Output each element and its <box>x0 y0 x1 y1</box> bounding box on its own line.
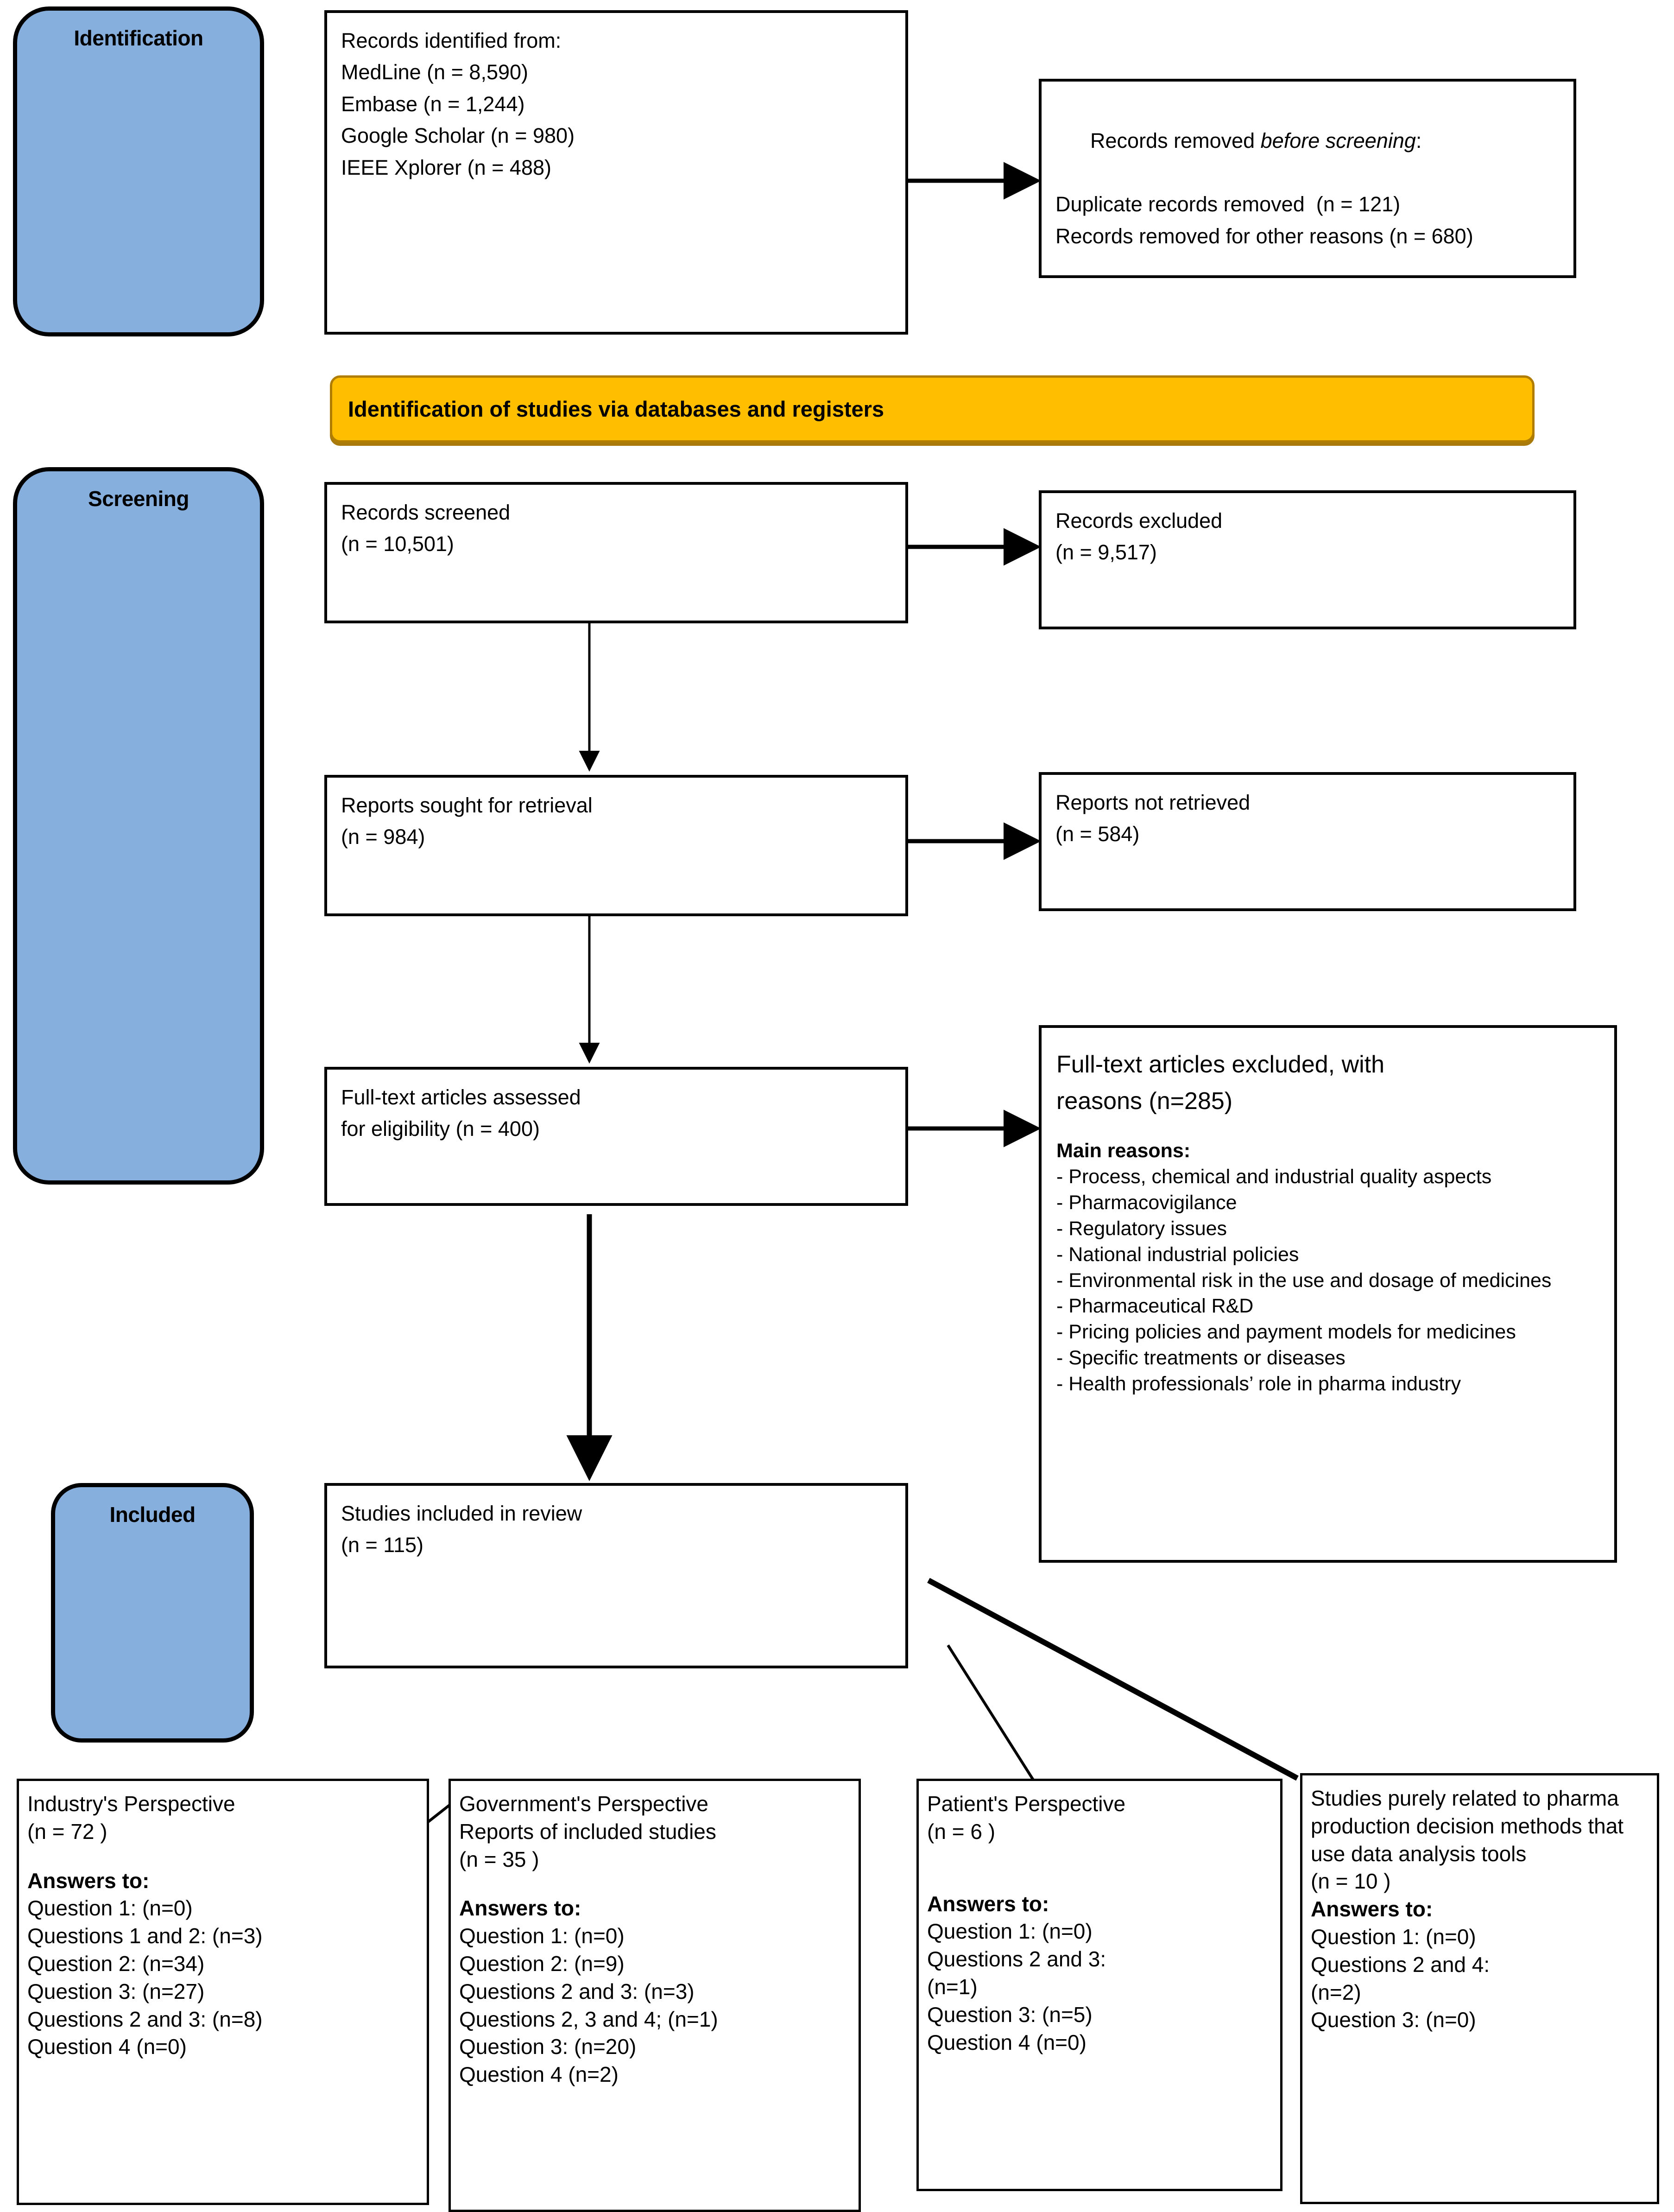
reports-not-retrieved-label: Reports not retrieved <box>1055 791 1251 814</box>
records-removed-italic: before screening <box>1260 129 1416 153</box>
perspective-title: Patient's Perspective <box>927 1792 1126 1816</box>
studies-included-label: Studies included in review <box>341 1502 582 1525</box>
perspective-count: (n = 72 ) <box>27 1819 107 1844</box>
fulltext-excluded-reasons-list: - Process, chemical and industrial quali… <box>1056 1164 1602 1397</box>
records-screened-label: Records screened <box>341 501 511 524</box>
banner-identification-via-databases: Identification of studies via databases … <box>330 375 1535 443</box>
stage-pill-identification: Identification <box>13 6 264 336</box>
fulltext-excluded-reasons-heading: Main reasons: <box>1056 1140 1191 1162</box>
perspective-title: Government's Perspective <box>459 1792 709 1816</box>
perspective-subtitle: Reports of included studies <box>459 1819 716 1844</box>
perspective-answer: Question 1: (n=0) <box>927 1919 1093 1944</box>
box-perspective-industry: Industry's Perspective (n = 72 ) Answers… <box>17 1779 429 2205</box>
reason-item: - National industrial policies <box>1056 1243 1299 1266</box>
source-ieee-xplorer: IEEE Xplorer (n = 488) <box>341 155 551 179</box>
records-removed-heading: Records removed before screening: <box>1055 94 1560 189</box>
perspective-spacer <box>927 1846 1272 1890</box>
perspective-answer: Questions 1 and 2: (n=3) <box>27 1924 263 1948</box>
duplicate-records-removed: Duplicate records removed (n = 121) <box>1055 192 1401 216</box>
perspective-answer: Questions 2 and 4: <box>1311 1952 1490 1977</box>
perspective-spacer <box>27 1846 418 1867</box>
reason-item: - Pricing policies and payment models fo… <box>1056 1321 1516 1344</box>
records-excluded-label: Records excluded <box>1055 509 1223 532</box>
reason-item: - Specific treatments or diseases <box>1056 1347 1346 1369</box>
source-google-scholar: Google Scholar (n = 980) <box>341 124 575 148</box>
stage-pill-included: Included <box>51 1483 254 1743</box>
fulltext-excluded-line2: reasons (n=285) <box>1056 1088 1233 1115</box>
box-perspective-government: Government's Perspective Reports of incl… <box>449 1779 861 2212</box>
perspective-title: Studies purely related to pharma product… <box>1311 1786 1630 1866</box>
box-fulltext-excluded: Full-text articles excluded, with reason… <box>1039 1025 1617 1563</box>
perspective-title: Industry's Perspective <box>27 1792 235 1816</box>
perspective-answer: Question 2: (n=34) <box>27 1951 205 1976</box>
records-removed-other: Records removed for other reasons (n = 6… <box>1055 224 1473 248</box>
perspective-answer: Question 4 (n=0) <box>927 2030 1087 2054</box>
perspective-answer: Question 3: (n=20) <box>459 2035 637 2059</box>
reason-item: - Pharmacovigilance <box>1056 1191 1237 1214</box>
reason-item: - Pharmaceutical R&D <box>1056 1295 1254 1318</box>
box-perspective-purely-related: Studies purely related to pharma product… <box>1300 1773 1659 2204</box>
source-medline: MedLine (n = 8,590) <box>341 60 529 84</box>
perspective-count: (n = 35 ) <box>459 1847 539 1871</box>
stage-label-included: Included <box>109 1502 196 1527</box>
perspective-answer: Question 2: (n=9) <box>459 1951 625 1976</box>
perspective-answer: (n=2) <box>1311 1980 1361 2004</box>
reports-sought-count: (n = 984) <box>341 825 425 849</box>
perspective-answer: Questions 2 and 3: <box>927 1947 1106 1971</box>
box-reports-not-retrieved: Reports not retrieved (n = 584) <box>1039 772 1576 911</box>
stage-label-screening: Screening <box>88 487 189 511</box>
connector-to-purely-related <box>927 1578 1299 1781</box>
perspective-answer: Question 3: (n=5) <box>927 2002 1093 2027</box>
records-screened-count: (n = 10,501) <box>341 532 454 556</box>
box-records-identified: Records identified from: MedLine (n = 8,… <box>324 10 908 335</box>
perspective-spacer <box>459 1873 850 1895</box>
records-removed-prefix: Records removed <box>1090 129 1261 153</box>
box-perspective-patient: Patient's Perspective (n = 6 ) Answers t… <box>916 1779 1282 2191</box>
box-reports-sought: Reports sought for retrieval (n = 984) <box>324 775 908 916</box>
stage-pill-screening: Screening <box>13 467 264 1185</box>
perspective-answer: Question 3: (n=27) <box>27 1979 205 2003</box>
source-embase: Embase (n = 1,244) <box>341 92 525 116</box>
banner-label: Identification of studies via databases … <box>348 397 884 421</box>
fulltext-assessed-line1: Full-text articles assessed <box>341 1085 581 1109</box>
fulltext-assessed-line2: for eligibility (n = 400) <box>341 1117 540 1141</box>
perspective-answer: Question 1: (n=0) <box>459 1924 625 1948</box>
perspective-answer: Question 1: (n=0) <box>27 1896 193 1920</box>
box-records-excluded: Records excluded (n = 9,517) <box>1039 490 1576 629</box>
perspective-answers-heading: Answers to: <box>27 1868 150 1893</box>
box-records-removed: Records removed before screening: Duplic… <box>1039 79 1576 278</box>
fulltext-excluded-line1: Full-text articles excluded, with <box>1056 1051 1385 1078</box>
box-studies-included: Studies included in review (n = 115) <box>324 1483 908 1668</box>
reason-item: - Health professionals’ role in pharma i… <box>1056 1373 1461 1395</box>
perspective-answer: Question 1: (n=0) <box>1311 1924 1476 1949</box>
connector-to-patient <box>947 1644 1044 1795</box>
perspective-count: (n = 10 ) <box>1311 1869 1391 1894</box>
stage-label-identification: Identification <box>74 26 203 50</box>
reasons-spacer <box>1056 1120 1602 1138</box>
reports-not-retrieved-count: (n = 584) <box>1055 822 1140 846</box>
perspective-count: (n = 6 ) <box>927 1819 996 1844</box>
box-fulltext-assessed: Full-text articles assessed for eligibil… <box>324 1067 908 1206</box>
reason-item: - Environmental risk in the use and dosa… <box>1056 1269 1552 1292</box>
reason-item: - Regulatory issues <box>1056 1217 1227 1240</box>
perspective-answer: Question 3: (n=0) <box>1311 2008 1476 2032</box>
perspective-answer: Questions 2 and 3: (n=3) <box>459 1979 695 2003</box>
perspective-answers-heading: Answers to: <box>459 1896 581 1920</box>
reason-item: - Process, chemical and industrial quali… <box>1056 1165 1492 1188</box>
perspective-answers-heading: Answers to: <box>927 1891 1049 1916</box>
perspective-answer: Question 4 (n=0) <box>27 2035 187 2059</box>
perspective-answer: Questions 2 and 3: (n=8) <box>27 2007 263 2031</box>
records-identified-heading: Records identified from: <box>341 29 562 52</box>
records-excluded-count: (n = 9,517) <box>1055 540 1157 564</box>
perspective-answer: Question 4 (n=2) <box>459 2062 619 2087</box>
box-records-screened: Records screened (n = 10,501) <box>324 482 908 623</box>
perspective-answers-heading: Answers to: <box>1311 1897 1433 1921</box>
perspective-answer: (n=1) <box>927 1974 978 1999</box>
perspective-answer: Questions 2, 3 and 4; (n=1) <box>459 2007 718 2031</box>
reports-sought-label: Reports sought for retrieval <box>341 793 593 817</box>
studies-included-count: (n = 115) <box>341 1533 424 1557</box>
records-removed-suffix: : <box>1415 129 1422 153</box>
